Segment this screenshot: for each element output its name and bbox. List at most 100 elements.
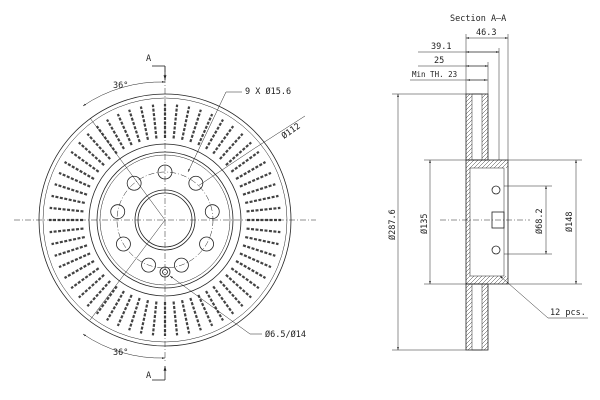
hatch-line: [481, 119, 489, 127]
rim-slot: [239, 171, 272, 188]
hatch-line: [465, 321, 473, 329]
hatch-line: [465, 131, 473, 139]
hatch-line: [465, 215, 471, 221]
rim-slot: [128, 297, 141, 331]
angle-top-ray: [89, 117, 166, 221]
rim-slot: [151, 104, 158, 139]
hatch-line: [465, 275, 471, 281]
bolt-hole: [141, 257, 156, 273]
section-mark-top: A: [146, 54, 151, 64]
angle-top: 36°: [113, 81, 128, 91]
hatch-line: [481, 317, 489, 325]
hatch-line: [465, 263, 471, 269]
hatch-line: [465, 325, 473, 333]
hatch-line: [465, 293, 473, 301]
rim-slot: [239, 252, 272, 269]
hatch-line: [473, 275, 483, 285]
hatch-line: [465, 99, 473, 107]
hatch-line: [465, 333, 473, 341]
hatch-line: [465, 159, 471, 165]
hatch-line: [467, 345, 473, 351]
dim-total-width: 46.3: [476, 28, 496, 38]
vane-gap-upper: [471, 93, 483, 161]
hatch-line: [465, 175, 471, 181]
hatch-line: [465, 223, 471, 229]
hatch-line: [465, 267, 471, 273]
hatch-line: [481, 93, 487, 99]
rim-slot: [219, 280, 244, 307]
rim-slot: [235, 161, 267, 180]
rim-slot: [51, 194, 86, 205]
hatch-line: [465, 95, 473, 103]
hatch-line: [465, 283, 471, 289]
rim-slot: [230, 150, 260, 173]
bolt-hole: [110, 204, 126, 220]
hatch-line: [465, 107, 473, 115]
hatch-line: [465, 143, 473, 151]
rim-slot: [230, 267, 260, 290]
hatch-line: [481, 325, 489, 333]
hatch-line: [465, 167, 471, 173]
hatch-line: [481, 107, 489, 115]
pcd-leader: [197, 147, 256, 187]
hatch-line: [465, 123, 473, 131]
hatch-line: [481, 95, 489, 103]
hatch-line: [481, 297, 489, 305]
hatch-line: [465, 207, 471, 213]
rim-slot: [70, 150, 100, 173]
hatch-line: [465, 191, 471, 197]
hatch-line: [465, 147, 473, 155]
section-view: Section A–A 46.3 39.1 25: [387, 14, 588, 351]
hatch-line: [465, 247, 471, 253]
rim-slot: [189, 297, 202, 331]
dim-hat-dia: Ø135: [419, 214, 430, 234]
hatch-line: [465, 111, 473, 119]
hatch-line: [481, 275, 491, 285]
hatch-line: [465, 251, 471, 257]
hatch-line: [481, 341, 489, 349]
hatch-line: [465, 127, 473, 135]
hat-body: [465, 159, 509, 285]
rim-slot: [63, 161, 95, 180]
rim-slot: [244, 194, 279, 205]
hatch-line: [481, 147, 489, 155]
small-hole-callout: Ø6.5/Ø14: [265, 329, 306, 340]
bolt-hole: [199, 236, 214, 252]
hatch-line: [481, 111, 489, 119]
rim-slot: [116, 113, 133, 146]
hatch-line: [481, 333, 489, 341]
hatch-line: [465, 305, 473, 313]
hatch-line: [465, 103, 473, 111]
hatch-line: [465, 199, 471, 205]
vanes-callout-leader: [499, 275, 588, 319]
rim-slots: [49, 104, 281, 336]
bolt-hole: [126, 175, 142, 191]
vane-gap-lower: [471, 283, 483, 351]
hatch-line: [493, 159, 503, 169]
hatch-line: [505, 281, 509, 285]
hatch-line: [483, 345, 489, 351]
hatch-line: [481, 123, 489, 131]
disc-outer-edge: [38, 93, 292, 347]
pitch-circle: [116, 171, 214, 269]
hatch-line: [465, 341, 473, 349]
hatch-line: [469, 275, 475, 281]
hatch-line: [481, 283, 487, 289]
hatch-line: [465, 285, 473, 293]
hatch-line: [481, 103, 489, 111]
rim-slot: [54, 183, 88, 196]
rim-slot: [63, 260, 95, 279]
rim-slot: [242, 244, 276, 257]
hat-hole-upper: [491, 185, 501, 195]
hatch-line: [489, 275, 499, 285]
hatch-line: [473, 159, 483, 169]
hatch-line: [485, 275, 495, 285]
hatch-line: [465, 317, 473, 325]
rim-slot: [225, 141, 252, 166]
hatch-line: [465, 243, 471, 249]
hatch-line: [505, 165, 509, 169]
rim-slot: [189, 109, 202, 143]
hatch-line: [465, 135, 473, 143]
angle-bottom-ray: [89, 219, 166, 321]
rim-slot: [78, 274, 105, 299]
